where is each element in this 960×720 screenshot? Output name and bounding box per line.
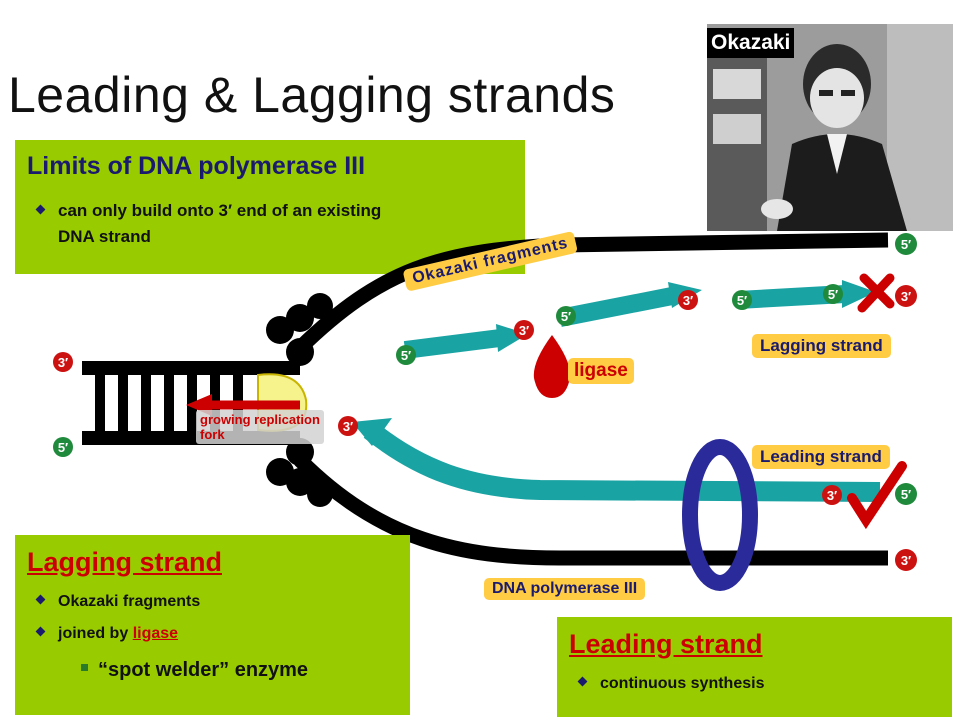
svg-text:5′: 5′	[737, 293, 747, 308]
badge-5-prime: 5′	[732, 290, 752, 310]
leading-strand-tag: Leading strand	[752, 445, 890, 469]
okazaki-fragment-1	[403, 324, 528, 359]
badge-3-prime: 3′	[895, 549, 917, 571]
svg-text:5′: 5′	[901, 237, 911, 252]
x-mark-icon	[857, 273, 895, 313]
slide-title: Leading & Lagging strands	[8, 67, 616, 123]
limits-panel: Limits of DNA polymerase III can only bu…	[15, 140, 525, 274]
svg-text:5′: 5′	[828, 287, 838, 302]
ligase-link: ligase	[132, 625, 179, 642]
leading-new-strand	[363, 422, 881, 502]
svg-text:3′: 3′	[519, 323, 529, 338]
badge-3-prime: 3′	[338, 416, 358, 436]
leading-panel: Leading strand continuous synthesis	[557, 617, 952, 717]
fork-label: growing replication fork	[196, 410, 324, 444]
diamond-bullet-icon	[577, 676, 588, 687]
badge-5-prime: 5′	[895, 233, 917, 255]
helicase-icon	[266, 293, 333, 507]
lagging-bullet: joined by ligase	[35, 625, 179, 643]
lagging-panel: Lagging strand Okazaki fragments joined …	[15, 535, 410, 715]
okazaki-fragment-3	[737, 280, 876, 309]
lagging-strand-tag: Lagging strand	[752, 334, 891, 358]
lagging-heading: Lagging strand	[27, 547, 222, 577]
svg-text:3′: 3′	[901, 553, 911, 568]
svg-text:3′: 3′	[58, 355, 68, 370]
limits-bullet: can only build onto 3′ end of an existin…	[35, 198, 437, 250]
svg-text:3′: 3′	[901, 289, 911, 304]
lagging-bullet: Okazaki fragments	[35, 593, 200, 611]
polymerase-ring-icon	[682, 439, 758, 591]
badge-3-prime: 3′	[678, 290, 698, 310]
diamond-bullet-icon	[35, 626, 46, 637]
ligase-drop-icon	[533, 335, 571, 398]
svg-text:5′: 5′	[561, 309, 571, 324]
diamond-bullet-icon	[35, 594, 46, 605]
badge-5-prime: 5′	[396, 345, 416, 365]
limits-heading: Limits of DNA polymerase III	[27, 152, 366, 180]
leading-bullet: continuous synthesis	[577, 675, 764, 693]
lower-parent-strand	[294, 454, 888, 566]
badge-3-prime: 3′	[53, 352, 73, 372]
badge-5-prime: 5′	[895, 483, 917, 505]
lagging-sub-bullet: “spot welder” enzyme	[81, 659, 308, 682]
badge-3-prime: 3′	[895, 285, 917, 307]
svg-text:5′: 5′	[58, 440, 68, 455]
check-mark-icon	[847, 461, 907, 530]
square-bullet-icon	[81, 664, 88, 672]
leading-heading: Leading strand	[569, 629, 763, 659]
svg-text:3′: 3′	[827, 488, 837, 503]
photo-caption: Okazaki	[707, 28, 795, 58]
svg-text:3′: 3′	[683, 293, 693, 308]
badge-5-prime: 5′	[556, 306, 576, 326]
ligase-tag: ligase	[568, 358, 634, 384]
svg-text:3′: 3′	[343, 419, 353, 434]
polymerase-tag: DNA polymerase III	[484, 578, 646, 600]
badge-3-prime: 3′	[514, 320, 534, 340]
badge-3-prime: 3′	[822, 485, 842, 505]
svg-text:5′: 5′	[401, 348, 411, 363]
okazaki-photo	[707, 24, 953, 231]
svg-text:5′: 5′	[901, 487, 911, 502]
badge-5-prime: 5′	[823, 284, 843, 304]
badge-5-prime: 5′	[53, 437, 73, 457]
